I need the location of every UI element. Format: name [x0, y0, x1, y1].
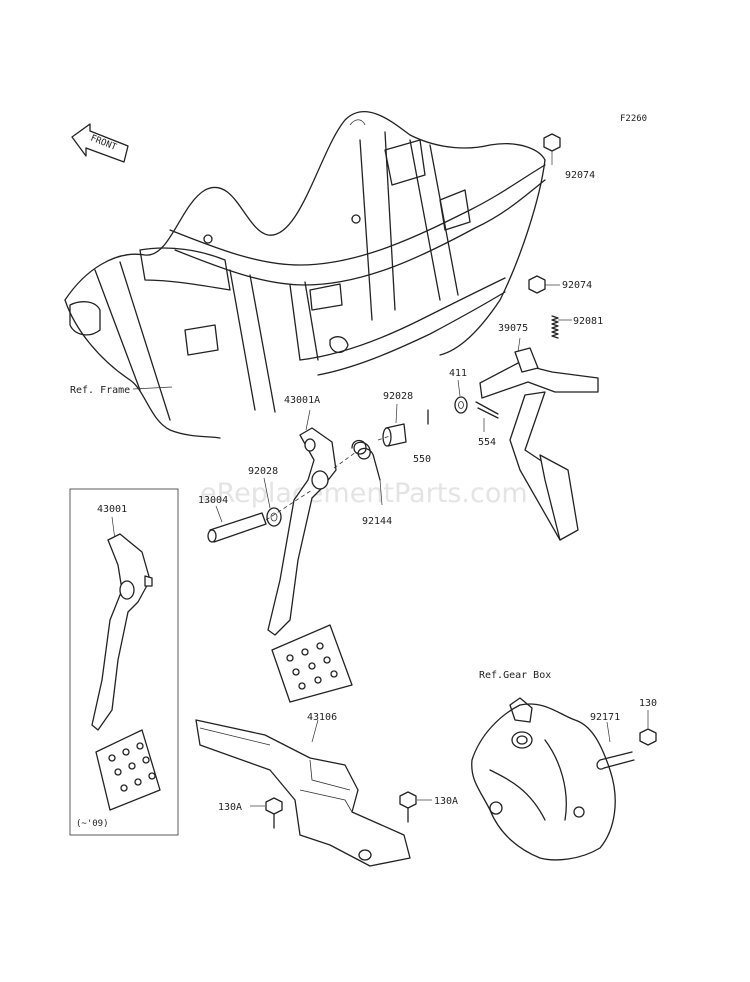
part-43106-label: 43106	[307, 712, 337, 723]
part-92028-lower-label: 92028	[248, 466, 278, 477]
watermark-text: eReplacementParts.com	[200, 478, 528, 509]
bolt-130A-right: 130A	[399, 791, 458, 823]
bolt-130A-left: 130A	[218, 797, 283, 829]
accelerator-pedal-39075: 39075	[479, 323, 599, 541]
inset-note: (~'09)	[76, 819, 109, 829]
part-43001-label: 43001	[97, 504, 127, 515]
inset-frame	[69, 488, 179, 836]
cotter-pin-554: 554	[475, 401, 499, 448]
part-92171-label: 92171	[590, 712, 620, 723]
bracket-43106: 43106	[195, 712, 411, 867]
brake-pedal-43001A: 43001A	[267, 395, 353, 703]
ref-gear-box-label: Ref.Gear Box	[479, 670, 551, 681]
frame-drawing	[64, 110, 546, 439]
bolt-130: 130	[639, 698, 657, 746]
part-130A-left-label: 130A	[218, 802, 242, 813]
ref-frame-label: Ref. Frame	[70, 385, 130, 396]
washer-411: 411	[449, 368, 468, 414]
nut-92074-top: 92074	[543, 133, 595, 181]
pin-550: 550	[413, 409, 431, 465]
front-arrow-icon: FRONT	[71, 123, 129, 163]
shaft-13004: 13004	[198, 495, 267, 543]
part-92074-mid-label: 92074	[562, 280, 592, 291]
inset-43001: 43001 (~'09)	[69, 488, 179, 836]
spring-92081: 92081	[551, 315, 603, 339]
part-130-label: 130	[639, 698, 657, 709]
part-550-label: 550	[413, 454, 431, 465]
part-39075-label: 39075	[498, 323, 528, 334]
bushing-92028-upper: 92028	[382, 391, 413, 447]
bushing-92028-lower: 92028	[248, 466, 282, 527]
part-92081-label: 92081	[573, 316, 603, 327]
part-43001A-label: 43001A	[284, 395, 320, 406]
part-13004-label: 13004	[198, 495, 228, 506]
part-92074-top-label: 92074	[565, 170, 595, 181]
nut-92074-mid: 92074	[528, 275, 592, 294]
diagram-code: F2260	[620, 114, 647, 124]
spring-92144: 92144	[351, 439, 392, 527]
part-92144-label: 92144	[362, 516, 392, 527]
part-92028-upper-label: 92028	[383, 391, 413, 402]
part-411-label: 411	[449, 368, 467, 379]
part-554-label: 554	[478, 437, 496, 448]
gear-box-drawing	[471, 697, 616, 861]
part-130A-right-label: 130A	[434, 796, 458, 807]
clip-92171: 92171	[590, 712, 635, 770]
